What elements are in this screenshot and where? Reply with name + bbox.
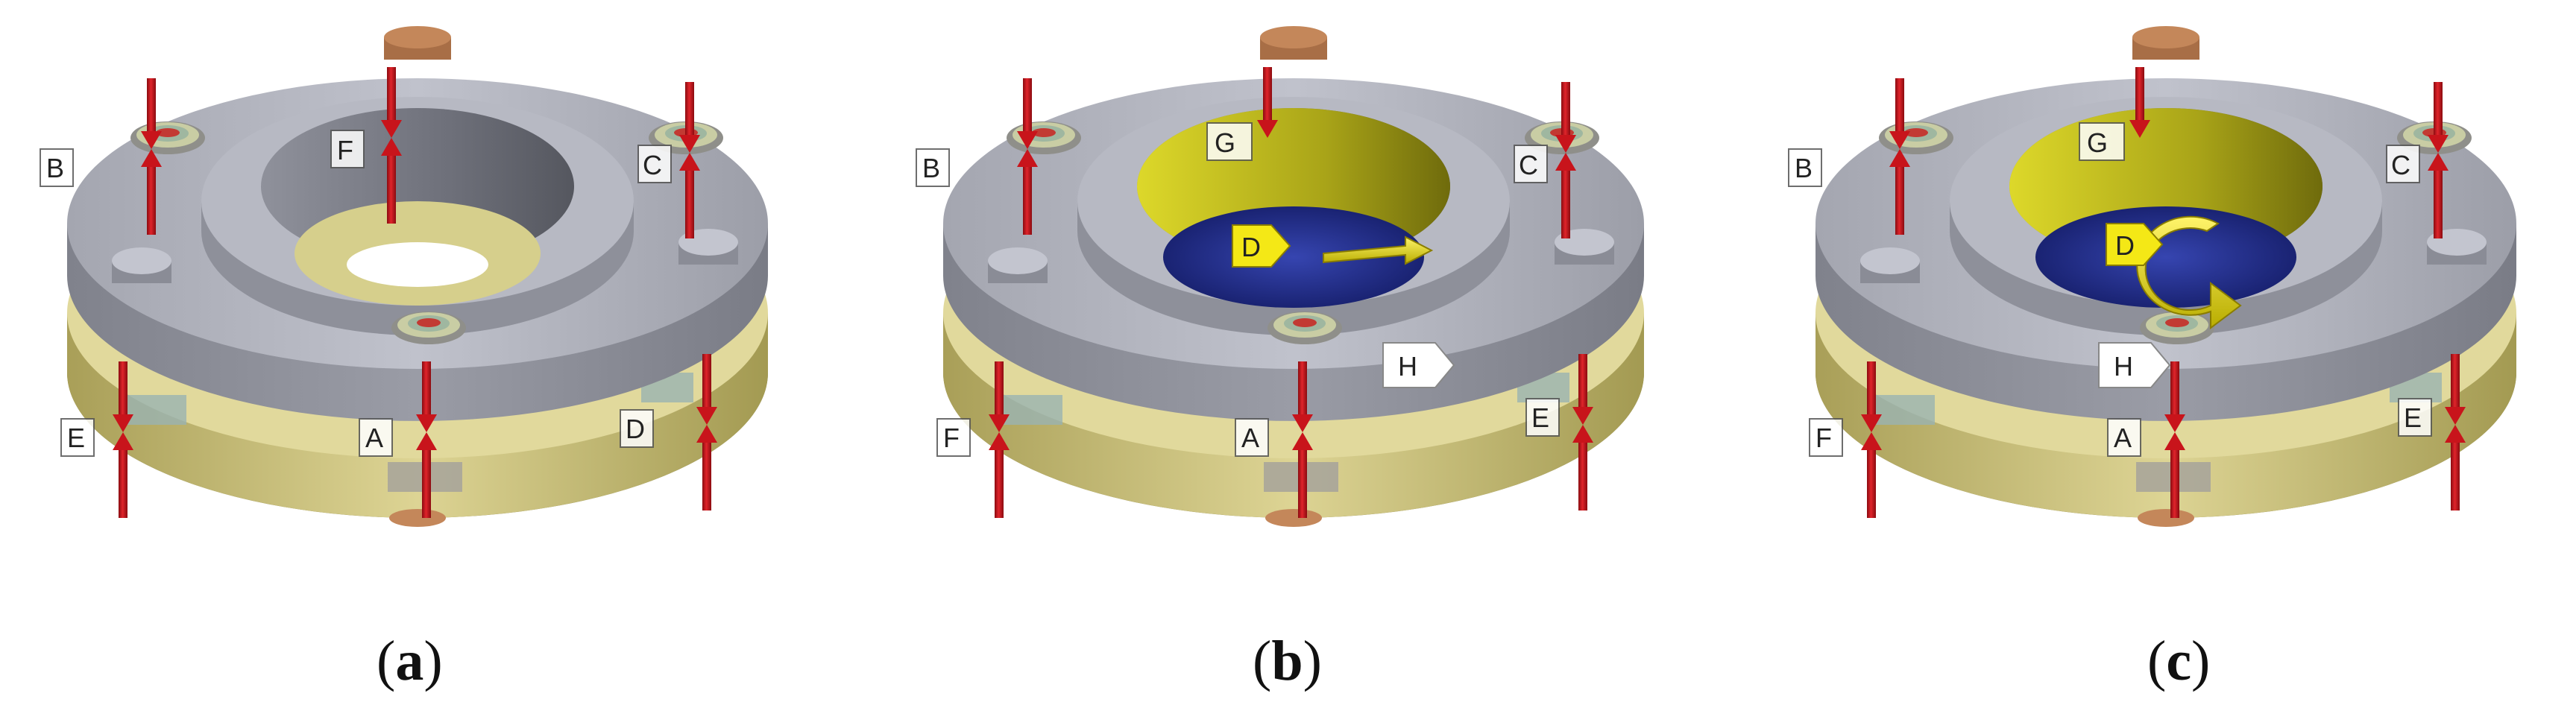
label-b: B (40, 148, 74, 187)
svg-text:A: A (1241, 423, 1259, 453)
label-c: C (637, 145, 672, 183)
svg-text:D: D (626, 414, 645, 444)
bore-floor-blue (2035, 206, 2296, 308)
label-b: B (1788, 148, 1822, 187)
svg-text:E: E (1531, 402, 1549, 433)
label-e: E (2398, 398, 2432, 437)
torque-arrow: D (2106, 215, 2242, 329)
bore-floor-blue (1163, 206, 1424, 308)
force-arrow-d-up (696, 425, 717, 510)
force-arrow-label: D (1241, 232, 1261, 262)
label-e: E (1525, 398, 1560, 437)
svg-text:B: B (922, 153, 940, 183)
caption-c: (c) (2147, 630, 2210, 692)
svg-text:A: A (2114, 423, 2132, 453)
label-a: A (359, 418, 393, 457)
label-f: F (936, 418, 971, 457)
label-f: F (330, 130, 365, 168)
svg-text:G: G (1215, 127, 1235, 158)
panel-b: D B G C F A E H (916, 26, 1644, 527)
svg-text:C: C (1519, 150, 1538, 180)
svg-text:F: F (337, 135, 353, 165)
label-h: H (2098, 342, 2171, 388)
label-b: B (916, 148, 950, 187)
svg-text:F: F (943, 423, 960, 453)
label-a: A (1235, 418, 1269, 457)
svg-text:E: E (67, 423, 85, 453)
svg-text:A: A (365, 423, 383, 453)
label-d: D (620, 409, 654, 448)
radial-force-arrow: D (1232, 224, 1434, 268)
caption-a: (a) (377, 630, 443, 692)
label-c: C (2386, 145, 2420, 183)
label-e: E (60, 418, 95, 457)
panel-c: D B G C F A E H (1788, 26, 2516, 527)
svg-text:E: E (2404, 402, 2422, 433)
label-g: G (2079, 122, 2125, 161)
svg-text:H: H (2114, 351, 2133, 382)
svg-text:B: B (1795, 153, 1813, 183)
svg-text:H: H (1398, 351, 1417, 382)
torque-label: D (2115, 230, 2135, 261)
force-arrow-e-up (113, 432, 133, 518)
label-f: F (1809, 418, 1843, 457)
flange-assembly-a (67, 26, 768, 527)
label-h: H (1382, 342, 1455, 388)
svg-text:B: B (46, 153, 64, 183)
svg-text:F: F (1816, 423, 1832, 453)
svg-text:C: C (643, 150, 662, 180)
label-g: G (1206, 122, 1253, 161)
svg-text:G: G (2087, 127, 2108, 158)
label-c: C (1514, 145, 1548, 183)
label-a: A (2107, 418, 2141, 457)
panel-a: B F C E A D (40, 26, 768, 527)
svg-text:C: C (2391, 150, 2410, 180)
caption-b: (b) (1253, 630, 1322, 692)
